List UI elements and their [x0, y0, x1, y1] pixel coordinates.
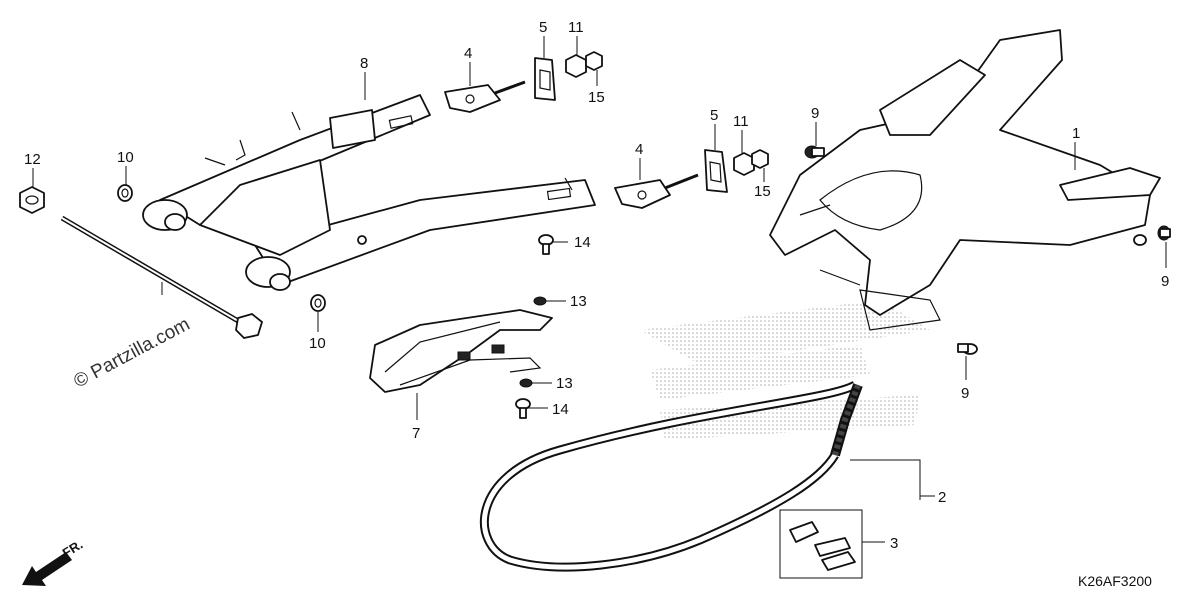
bolt-part-14-upper	[538, 234, 554, 255]
callout-5-lower: 5	[710, 107, 718, 124]
callout-9-right: 9	[1161, 273, 1169, 290]
callout-9-top: 9	[811, 105, 819, 122]
callout-15-lower: 15	[754, 183, 771, 200]
diagram-code: K26AF3200	[1078, 573, 1152, 589]
swingarm-part-8	[142, 94, 596, 291]
callout-15-upper: 15	[588, 89, 605, 106]
chain-slider-part-7	[369, 309, 553, 393]
callout-9-bottom: 9	[961, 385, 969, 402]
callout-14-upper: 14	[574, 234, 591, 251]
bolt-part-9-bottom	[957, 343, 978, 355]
callout-13-lower: 13	[556, 375, 573, 392]
nut-part-15-upper	[585, 51, 603, 71]
callout-7: 7	[412, 425, 420, 442]
background-emblem	[640, 300, 930, 440]
rear-fender-part-1	[769, 29, 1161, 331]
callout-11-upper: 11	[568, 19, 584, 36]
washer-part-10-right	[310, 294, 326, 312]
callout-1: 1	[1072, 125, 1080, 142]
chain-joint-part-3	[779, 509, 863, 579]
leader-lines	[32, 36, 1167, 543]
callout-5-upper: 5	[539, 19, 547, 36]
pivot-nut-part-12	[19, 186, 45, 214]
callout-12: 12	[24, 151, 41, 168]
adjuster-plate-part-5-upper	[534, 57, 556, 101]
nut-part-11-upper	[565, 54, 587, 78]
chain-adjuster-part-4-upper	[444, 80, 526, 113]
front-direction-arrow-icon: FR.	[22, 537, 85, 586]
washer-part-13-upper	[533, 296, 547, 306]
callouts: 1 2 3 4 4 5 5 7 8 9 9 9 10 10 11 11 12 1…	[24, 19, 1169, 552]
pivot-bolt	[60, 215, 263, 339]
callout-2: 2	[938, 489, 946, 506]
callout-4-lower: 4	[635, 141, 643, 158]
callout-13-upper: 13	[570, 293, 587, 310]
callout-4-upper: 4	[464, 45, 472, 62]
washer-part-13-lower	[519, 378, 533, 388]
callout-10-left: 10	[117, 149, 134, 166]
drive-chain-part-2	[479, 380, 863, 572]
bolt-part-9-top	[804, 145, 825, 159]
adjuster-plate-part-5-lower	[704, 149, 728, 193]
callout-8: 8	[360, 55, 368, 72]
callout-11-lower: 11	[733, 113, 749, 130]
nut-part-15-lower	[751, 149, 769, 169]
callout-10-right: 10	[309, 335, 326, 352]
callout-14-lower: 14	[552, 401, 569, 418]
washer-part-10-left	[117, 184, 133, 202]
chain-adjuster-part-4-lower	[614, 173, 699, 209]
bolt-part-14-lower	[515, 398, 531, 419]
bolt-part-9-right	[1157, 225, 1171, 241]
nut-part-11-lower	[733, 152, 755, 176]
watermark: © Partzilla.com	[70, 314, 193, 393]
callout-3: 3	[890, 535, 898, 552]
